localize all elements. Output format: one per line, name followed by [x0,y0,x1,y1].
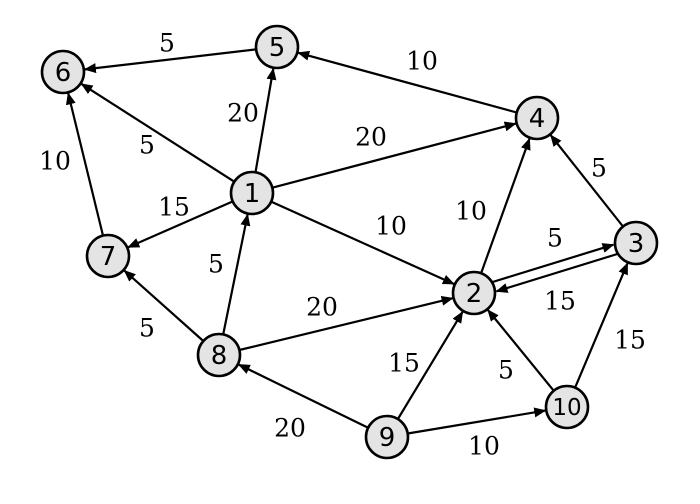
edge-3-to-2 [495,252,618,293]
node-6: 6 [40,49,86,95]
edge-weight-10-to-2: 5 [498,356,514,385]
node-circle-6 [40,49,86,95]
node-1: 1 [229,170,275,216]
node-circle-8 [196,332,242,378]
edge-weight-8-to-2: 20 [306,293,338,322]
edge-weight-1-to-6: 5 [139,131,155,160]
node-label-6: 6 [55,58,72,88]
node-label-4: 4 [529,104,546,134]
edge-2-to-3 [492,243,615,284]
node-10: 10 [544,384,590,430]
node-circle-1 [229,170,275,216]
node-label-5: 5 [269,33,286,63]
edge-weight-5-to-6: 5 [159,29,175,58]
edge-weight-9-to-10: 10 [468,432,500,461]
node-label-9: 9 [379,423,396,453]
edge-weight-4-to-5: 10 [406,47,438,76]
node-label-3: 3 [628,229,645,259]
edge-weight-9-to-2: 15 [388,349,420,378]
edge-1-to-5 [254,67,277,173]
edge-weight-1-to-7: 15 [158,193,190,222]
edge-9-to-8 [237,363,369,429]
edge-9-to-10 [407,407,547,435]
node-2: 2 [451,270,497,316]
edge-8-to-1 [222,213,251,335]
node-label-1: 1 [244,179,261,209]
edge-1-to-7 [127,200,234,249]
edge-weight-1-to-4: 20 [355,123,387,152]
edge-weight-1-to-5: 20 [227,99,259,128]
edge-10-to-2 [487,309,555,392]
node-circle-5 [254,24,300,70]
node-circle-4 [514,95,560,141]
nodes-layer: 1 2 3 4 5 6 7 8 9 10 [40,24,659,460]
edge-8-to-7 [123,269,205,342]
edges-layer [65,48,629,435]
edge-7-to-6 [65,92,105,236]
node-5: 5 [254,24,300,70]
node-label-2: 2 [466,279,483,309]
edge-3-to-4 [549,134,624,228]
edge-1-to-2 [270,200,455,286]
node-3: 3 [613,220,659,266]
node-circle-9 [364,414,410,460]
edge-weight-7-to-6: 10 [39,147,71,176]
edge-weight-3-to-4: 5 [591,154,607,183]
edge-9-to-2 [396,310,464,420]
edge-weight-10-to-3: 15 [614,326,646,355]
edge-weight-2-to-3: 5 [547,224,563,253]
node-label-7: 7 [100,242,117,272]
edge-2-to-4 [480,137,531,274]
node-label-8: 8 [211,341,228,371]
edge-weight-8-to-1: 5 [208,250,224,279]
node-7: 7 [85,233,131,279]
edge-weight-3-to-2: 15 [544,287,576,316]
node-label-10: 10 [552,395,581,421]
node-circle-2 [451,270,497,316]
edge-10-to-3 [574,262,629,389]
edge-1-to-6 [80,82,235,183]
edge-5-to-6 [83,48,257,74]
edge-weight-1-to-2: 10 [375,212,407,241]
edge-8-to-2 [239,295,454,352]
node-circle-7 [85,233,131,279]
node-8: 8 [196,332,242,378]
edge-4-to-5 [297,50,517,114]
node-9: 9 [364,414,410,460]
node-circle-3 [613,220,659,266]
edge-weight-9-to-8: 20 [274,414,306,443]
node-4: 4 [514,95,560,141]
edge-weight-2-to-4: 10 [455,197,487,226]
edge-weight-8-to-7: 5 [139,314,155,343]
node-circle-10 [544,384,590,430]
edge-1-to-4 [272,121,517,189]
